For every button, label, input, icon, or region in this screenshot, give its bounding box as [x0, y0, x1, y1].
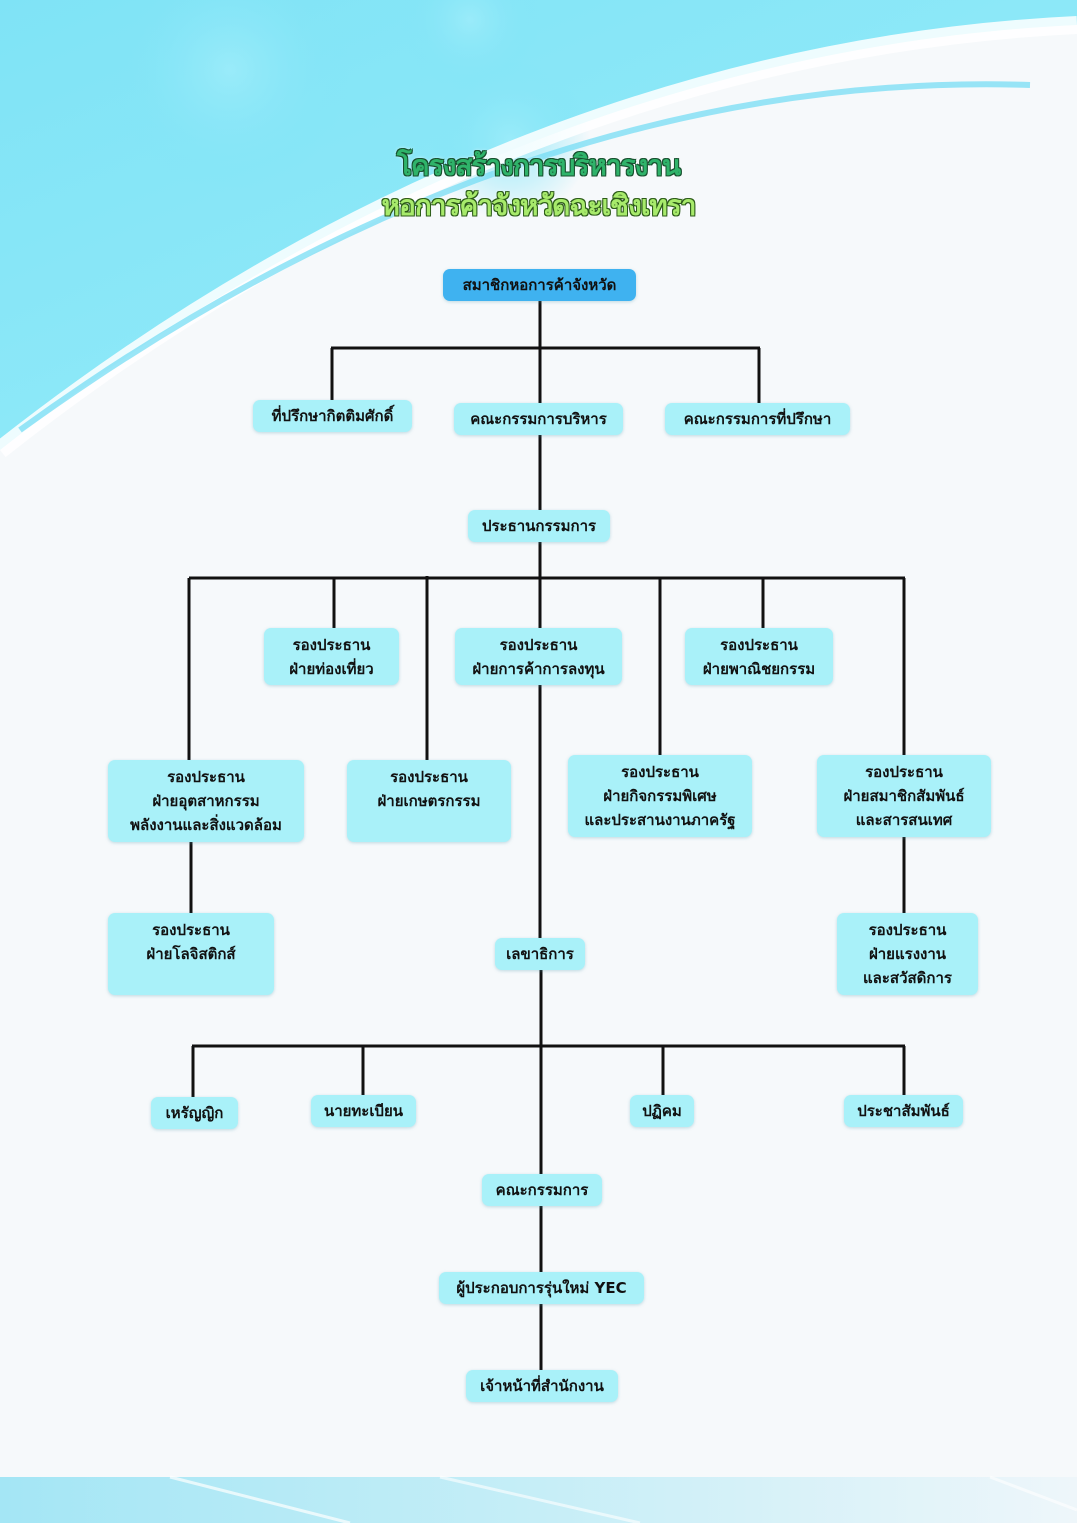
node-chairman: ประธานกรรมการ — [468, 510, 610, 542]
node-label: ประชาสัมพันธ์ — [857, 1102, 950, 1120]
node-vp-logistics: รองประธาน ฝ่ายโลจิสติกส์ — [108, 913, 274, 995]
node-label: รองประธาน — [152, 921, 230, 939]
node-label: ประธานกรรมการ — [481, 517, 597, 535]
node-label: คณะกรรมการบริหาร — [470, 410, 607, 428]
node-treasurer: เหรัญญิก — [151, 1097, 238, 1129]
node-label: รองประธาน — [499, 636, 578, 654]
node-label: ฝ่ายพาณิชยกรรม — [702, 660, 816, 678]
node-vp-agriculture: รองประธาน ฝ่ายเกษตรกรรม — [347, 760, 511, 842]
node-label: ฝ่ายกิจกรรมพิเศษ — [603, 787, 717, 805]
node-label: พลังงานและสิ่งแวดล้อม — [130, 816, 282, 834]
node-label: ฝ่ายแรงงาน — [868, 945, 947, 963]
node-vp-industry: รองประธาน ฝ่ายอุตสาหกรรม พลังงานและสิ่งแ… — [108, 760, 304, 842]
node-label: ฝ่ายเกษตรกรรม — [377, 792, 481, 810]
node-label: รองประธาน — [292, 636, 371, 654]
node-label: และประสานงานภาครัฐ — [584, 811, 736, 829]
node-executive-committee: คณะกรรมการบริหาร — [454, 403, 623, 435]
node-label: คณะกรรมการ — [495, 1181, 589, 1199]
node-label: ฝ่ายสมาชิกสัมพันธ์ — [843, 787, 965, 805]
node-label: นายทะเบียน — [323, 1102, 404, 1120]
node-label: รองประธาน — [390, 768, 468, 786]
node-label: รองประธาน — [720, 636, 798, 654]
node-honorary-advisors: ที่ปรึกษากิตติมศักดิ์ — [253, 400, 412, 432]
node-label: ฝ่ายการค้าการลงทุน — [472, 660, 605, 678]
node-members: สมาชิกหอการค้าจังหวัด — [443, 269, 636, 301]
node-label: ที่ปรึกษากิตติมศักดิ์ — [271, 407, 394, 425]
node-advisory-committee: คณะกรรมการที่ปรึกษา — [665, 403, 850, 435]
node-label: รองประธาน — [868, 921, 947, 939]
node-vp-tourism: รองประธาน ฝ่ายท่องเที่ยว — [264, 628, 399, 685]
node-label: คณะกรรมการที่ปรึกษา — [683, 410, 832, 428]
node-public-relations: ประชาสัมพันธ์ — [844, 1095, 963, 1127]
node-vp-commerce: รองประธาน ฝ่ายพาณิชยกรรม — [685, 628, 833, 685]
node-vp-labor-welfare: รองประธาน ฝ่ายแรงงาน และสวัสดิการ — [837, 913, 978, 995]
node-label: ปฏิคม — [642, 1102, 682, 1120]
node-label: ฝ่ายท่องเที่ยว — [289, 660, 374, 678]
node-label: เหรัญญิก — [165, 1104, 224, 1122]
node-label: ผู้ประกอบการรุ่นใหม่ YEC — [456, 1279, 627, 1297]
node-label: สมาชิกหอการค้าจังหวัด — [462, 276, 617, 294]
node-protocol: ปฏิคม — [630, 1095, 694, 1127]
node-yec: ผู้ประกอบการรุ่นใหม่ YEC — [439, 1272, 644, 1304]
node-label: เลขาธิการ — [506, 945, 574, 963]
node-vp-member-relations: รองประธาน ฝ่ายสมาชิกสัมพันธ์ และสารสนเทศ — [817, 755, 991, 837]
node-label: และสวัสดิการ — [863, 969, 952, 987]
node-label: เจ้าหน้าที่สำนักงาน — [480, 1377, 604, 1395]
node-registrar: นายทะเบียน — [311, 1095, 416, 1127]
node-vp-trade-investment: รองประธาน ฝ่ายการค้าการลงทุน — [455, 628, 622, 685]
node-label: ฝ่ายโลจิสติกส์ — [146, 945, 236, 963]
node-label: ฝ่ายอุตสาหกรรม — [152, 792, 260, 810]
node-committee: คณะกรรมการ — [482, 1174, 602, 1206]
chart-title-line1: โครงสร้างการบริหารงาน — [396, 149, 681, 182]
node-label: และสารสนเทศ — [855, 811, 953, 829]
node-office-staff: เจ้าหน้าที่สำนักงาน — [466, 1370, 618, 1402]
node-label: รองประธาน — [865, 763, 943, 781]
node-vp-special-activities: รองประธาน ฝ่ายกิจกรรมพิเศษ และประสานงานภ… — [568, 755, 752, 837]
chart-title-line2: หอการค้าจังหวัดฉะเชิงเทรา — [381, 189, 696, 222]
node-label: รองประธาน — [621, 763, 699, 781]
node-label: รองประธาน — [167, 768, 245, 786]
node-secretary-general: เลขาธิการ — [495, 938, 585, 970]
